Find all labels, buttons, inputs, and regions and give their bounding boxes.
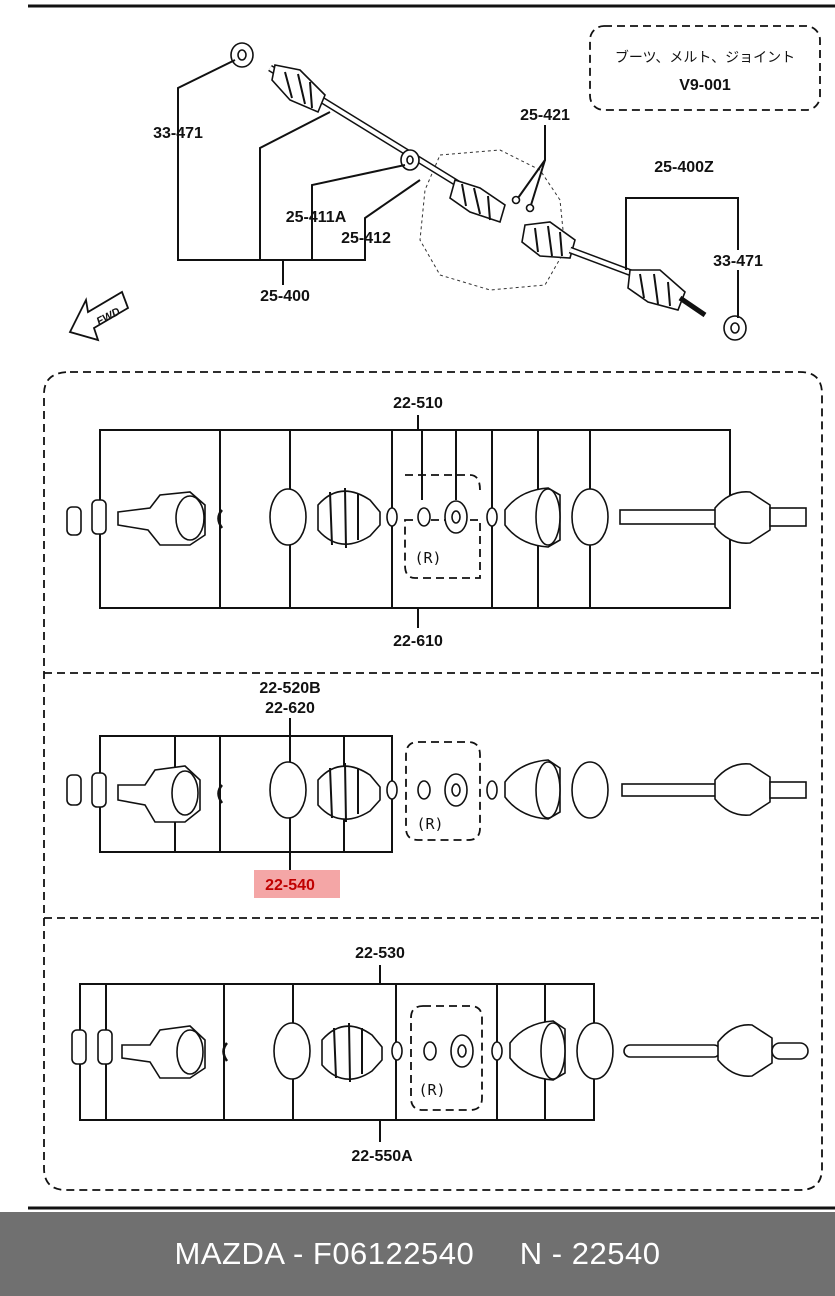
label-25-421: 25-421 (520, 107, 570, 124)
label-22-530: 22-530 (355, 945, 405, 962)
section-3: (R) (71, 965, 809, 1142)
axle-assembly-top (230, 42, 747, 341)
label-22-520b: 22-520B (259, 680, 320, 697)
label-33-471-right: 33-471 (713, 253, 763, 270)
section-2: (R) (66, 718, 807, 872)
fwd-arrow-icon: FWD (68, 290, 130, 342)
highlight-box (254, 870, 340, 898)
label-25-412: 25-412 (341, 230, 391, 247)
footer-part-number: MAZDA - F06122540 N - 22540 (174, 1236, 661, 1271)
label-22-610: 22-610 (393, 633, 443, 650)
legend-code: V9-001 (679, 77, 731, 94)
footer-bar: MAZDA - F06122540 N - 22540 (0, 1212, 835, 1296)
label-25-400z: 25-400Z (654, 159, 714, 176)
label-25-400: 25-400 (260, 288, 310, 305)
label-25-411a: 25-411A (286, 209, 347, 226)
label-33-471-left: 33-471 (153, 125, 203, 142)
top-leaders (177, 59, 739, 318)
legend-box (589, 25, 821, 111)
label-22-510: 22-510 (393, 395, 443, 412)
section-1: (R) (66, 415, 807, 628)
legend-japanese: ブーツ、メルト、ジョイント (615, 49, 795, 66)
section-1-r-label: (R) (414, 549, 441, 567)
sections-frame (43, 371, 823, 1191)
label-22-550a: 22-550A (351, 1148, 413, 1165)
label-22-620: 22-620 (265, 700, 315, 717)
section-3-r-label: (R) (418, 1081, 445, 1099)
label-22-540-highlighted: 22-540 (265, 877, 315, 894)
parts-diagram: ブーツ、メルト、ジョイント V9-001 (28, 4, 835, 1210)
section-2-r-label: (R) (416, 815, 443, 833)
